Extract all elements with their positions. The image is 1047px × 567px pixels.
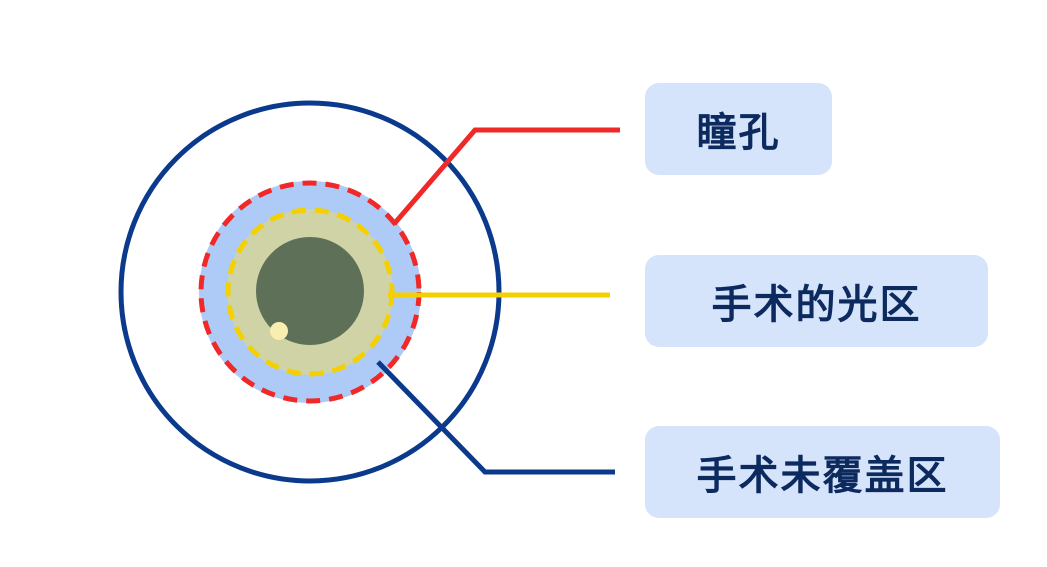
pupil-leader-line	[392, 127, 620, 226]
pupil-center	[256, 237, 364, 345]
pupil-boundary-dashed	[198, 180, 422, 404]
outer-eye-circle	[118, 100, 502, 484]
light-dot	[270, 322, 288, 340]
optical-zone-boundary-dashed	[225, 207, 395, 377]
uncovered-zone-leader-line	[376, 360, 615, 475]
optical-zone-label: 手术的光区	[645, 255, 988, 347]
pupil-label: 瞳孔	[645, 83, 832, 175]
uncovered-zone-label: 手术未覆盖区	[645, 426, 1000, 518]
